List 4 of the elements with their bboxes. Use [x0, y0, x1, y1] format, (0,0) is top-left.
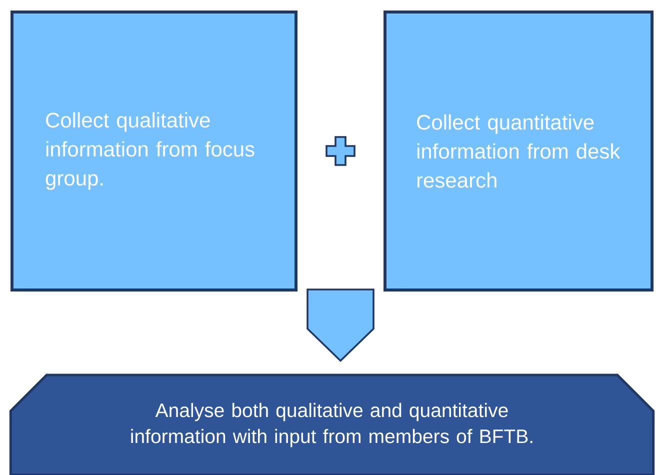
arrow — [306, 288, 374, 362]
process-box: Collect quantitative information from desk research — [384, 10, 654, 292]
result-banner: Analyse both qualitative and quantitative information with input from members of BFTB. — [9, 374, 655, 475]
process-box: Collect qualitative information from focus group. — [10, 10, 298, 292]
